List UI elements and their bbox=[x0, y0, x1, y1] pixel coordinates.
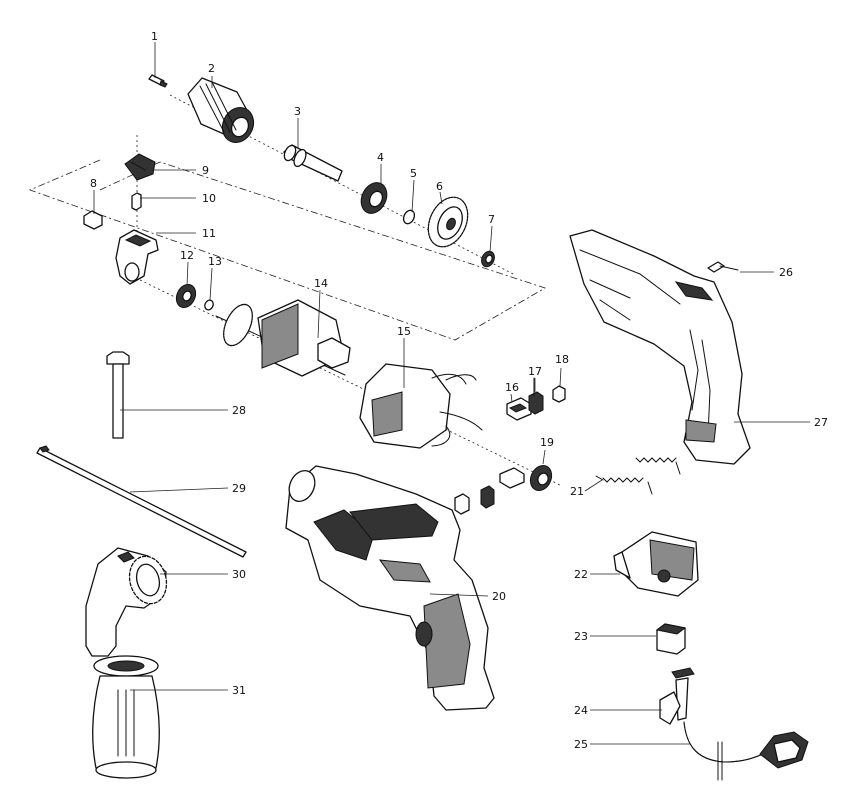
part-brush bbox=[528, 377, 544, 415]
label-24: 24 bbox=[574, 704, 588, 717]
label-14: 14 bbox=[314, 277, 328, 290]
label-17: 17 bbox=[528, 365, 542, 378]
part-number-labels: 1 2 3 4 5 6 7 8 9 10 11 12 13 14 15 16 1… bbox=[90, 30, 828, 751]
label-25: 25 bbox=[574, 738, 588, 751]
label-3: 3 bbox=[294, 105, 301, 118]
label-29: 29 bbox=[232, 482, 246, 495]
part-capacitor bbox=[655, 623, 687, 655]
part-housing-screw bbox=[707, 261, 739, 273]
part-bearing-front bbox=[360, 182, 388, 214]
label-10: 10 bbox=[202, 192, 216, 205]
part-bearing-small bbox=[481, 250, 495, 268]
part-depth-rod bbox=[106, 351, 130, 439]
label-26: 26 bbox=[779, 266, 793, 279]
label-13: 13 bbox=[208, 255, 222, 268]
part-cable-sleeve bbox=[659, 667, 695, 725]
label-7: 7 bbox=[488, 213, 495, 226]
part-spindle bbox=[283, 144, 343, 182]
label-8: 8 bbox=[90, 177, 97, 190]
part-bearing-rear bbox=[529, 464, 553, 492]
label-5: 5 bbox=[410, 167, 417, 180]
part-selector-knob bbox=[124, 153, 156, 181]
part-springs bbox=[595, 457, 681, 495]
label-30: 30 bbox=[232, 568, 246, 581]
part-drill-assembled bbox=[285, 465, 495, 711]
label-4: 4 bbox=[377, 151, 384, 164]
label-2: 2 bbox=[208, 62, 215, 75]
label-11: 11 bbox=[202, 227, 216, 240]
label-18: 18 bbox=[555, 353, 569, 366]
label-22: 22 bbox=[574, 568, 588, 581]
part-sleeve bbox=[83, 210, 103, 230]
label-31: 31 bbox=[232, 684, 246, 697]
label-23: 23 bbox=[574, 630, 588, 643]
label-12: 12 bbox=[180, 249, 194, 262]
part-washer bbox=[402, 209, 416, 225]
part-washer-small bbox=[204, 299, 214, 311]
part-stator bbox=[359, 363, 483, 449]
part-side-handle bbox=[92, 655, 160, 779]
label-9: 9 bbox=[202, 164, 209, 177]
part-armature bbox=[215, 299, 351, 377]
part-housing-plate bbox=[115, 229, 159, 285]
part-handle-clamp bbox=[85, 547, 168, 657]
label-6: 6 bbox=[436, 180, 443, 193]
part-brush-cap bbox=[552, 385, 566, 403]
label-1: 1 bbox=[151, 30, 158, 43]
part-bearing-armature bbox=[175, 283, 197, 309]
label-15: 15 bbox=[397, 325, 411, 338]
label-16: 16 bbox=[505, 381, 519, 394]
part-brush-holder bbox=[506, 397, 532, 421]
part-brush-set-lower bbox=[454, 467, 525, 515]
part-housing-half bbox=[569, 229, 751, 465]
part-power-cord bbox=[683, 721, 809, 781]
label-28: 28 bbox=[232, 404, 246, 417]
leader-lines bbox=[93, 42, 810, 745]
label-20: 20 bbox=[492, 590, 506, 603]
label-27: 27 bbox=[814, 416, 828, 429]
part-depth-gauge bbox=[36, 445, 247, 558]
part-clip bbox=[131, 192, 142, 211]
label-19: 19 bbox=[540, 436, 554, 449]
label-21: 21 bbox=[570, 485, 584, 498]
part-drill-chuck bbox=[187, 77, 255, 144]
part-gear bbox=[427, 196, 469, 248]
part-screw bbox=[148, 74, 168, 88]
part-trigger-switch bbox=[613, 531, 699, 597]
